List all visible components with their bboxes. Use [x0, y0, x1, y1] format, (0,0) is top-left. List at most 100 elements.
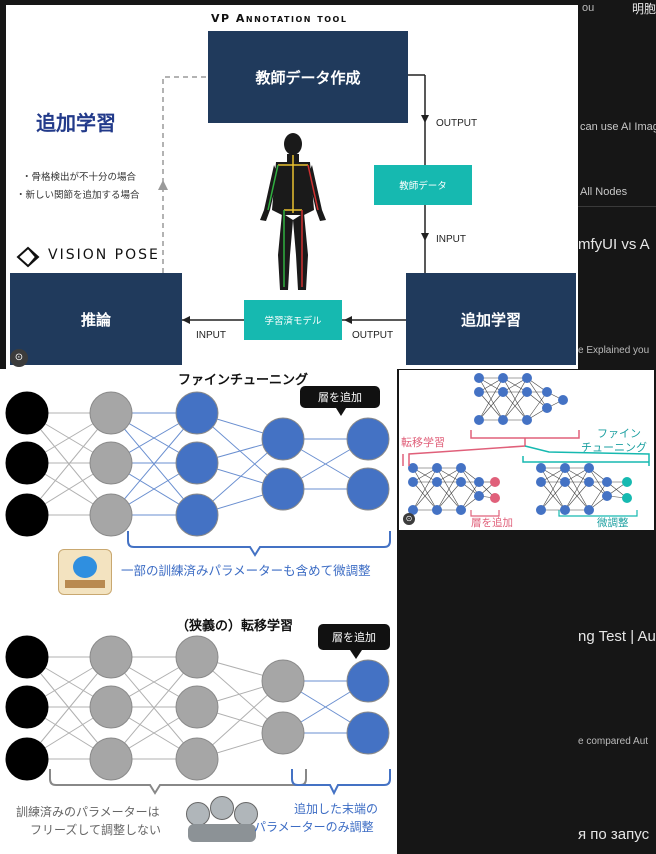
- network-node: [5, 635, 49, 679]
- frozen-caption-line1: 訓練済みのパラメーターは: [16, 805, 160, 819]
- additional-training-box[interactable]: 追加学習: [406, 273, 576, 365]
- bg-snippet-2[interactable]: All Nodes: [580, 186, 628, 198]
- network-node: [175, 737, 219, 781]
- small-network-node: [536, 477, 546, 487]
- small-network-node: [474, 415, 484, 425]
- small-network-node: [474, 491, 484, 501]
- network-node: [346, 467, 390, 511]
- small-network-node: [584, 505, 594, 515]
- add-layer-bubble-2-text: 層を追加: [332, 631, 376, 644]
- finetune-title: ファインチューニング: [178, 373, 309, 388]
- network-node: [89, 685, 133, 729]
- small-network-node: [498, 373, 508, 383]
- trained-model-tag: 学習済モデル: [244, 300, 342, 340]
- small-network-node: [560, 505, 570, 515]
- connector-lines: [16, 74, 429, 324]
- bg-snippet-5[interactable]: ng Test | Au: [578, 628, 656, 645]
- teacher-data-creation-box[interactable]: 教師データ作成: [208, 31, 408, 123]
- small-network-node: [584, 477, 594, 487]
- finetune-label-line2: チューニング: [581, 441, 647, 454]
- network-node: [89, 737, 133, 781]
- small-network-node: [522, 415, 532, 425]
- network-node: [89, 441, 133, 485]
- small-network-node: [408, 477, 418, 487]
- network-node: [5, 493, 49, 537]
- network-node: [5, 737, 49, 781]
- add-layer-label: 層を追加: [471, 517, 513, 529]
- neural-network-graphic: [5, 391, 391, 796]
- network-node: [346, 711, 390, 755]
- bg-snippet-7[interactable]: я по запус: [578, 826, 650, 843]
- network-node: [5, 685, 49, 729]
- top-bracket: [470, 430, 580, 439]
- inference-box[interactable]: 推論: [10, 273, 182, 365]
- teacher-data-tag: 教師データ: [374, 165, 472, 205]
- bg-snippet-6[interactable]: e compared Aut: [578, 736, 649, 747]
- fine-adjust-label: 微調整: [597, 517, 629, 529]
- bullet-2: ・新しい関節を追加する場合: [16, 190, 140, 201]
- small-network-node: [432, 463, 442, 473]
- transfer-link: [408, 438, 526, 466]
- network-node: [89, 635, 133, 679]
- bubble-pointer: [336, 408, 346, 416]
- finetune-caption: 一部の訓練済みパラメーターも含めて微調整: [121, 563, 371, 578]
- finetune-label-line1: ファイン: [597, 427, 641, 440]
- robot-illustration-icon: [58, 549, 112, 595]
- transfer-title: （狭義の）転移学習: [176, 619, 294, 634]
- add-layer-bubble-1-text: 層を追加: [318, 391, 362, 404]
- diagram-transfer-finetune-small[interactable]: 転移学習 ファイン チューニング 層を追加 微調整 ⊙: [399, 370, 654, 530]
- small-network-node: [536, 505, 546, 515]
- vp-annotation-title: VP Annotation tool: [211, 12, 348, 25]
- small-network-node: [602, 477, 612, 487]
- small-network-node: [498, 387, 508, 397]
- bg-label-1: ou: [582, 2, 595, 14]
- diagram-finetune-transfer[interactable]: ファインチューニング 層を追加 一部の訓練済みパラメーターも含めて微調整 （狭義…: [0, 369, 397, 854]
- network-node: [175, 635, 219, 679]
- lens-icon[interactable]: ⊙: [10, 349, 28, 367]
- finetune-link: [524, 445, 650, 466]
- small-network-node: [474, 373, 484, 383]
- finetune-bracket: [127, 531, 391, 557]
- network-node: [261, 659, 305, 703]
- small-network-node: [408, 463, 418, 473]
- small-network-node: [560, 477, 570, 487]
- added-caption-line2: パラメーターのみ調整: [254, 820, 374, 834]
- network-node: [261, 417, 305, 461]
- small-network-node: [474, 387, 484, 397]
- network-node: [346, 417, 390, 461]
- fine-adjust-bracket: [558, 510, 638, 517]
- network-node: [175, 391, 219, 435]
- small-network-node: [408, 505, 418, 515]
- small-network-node: [522, 373, 532, 383]
- added-bracket: [291, 769, 391, 796]
- small-network-node: [542, 387, 552, 397]
- frozen-bracket: [49, 769, 307, 795]
- network-node: [89, 493, 133, 537]
- small-network-node: [584, 463, 594, 473]
- people-illustration-icon: [184, 794, 264, 844]
- bg-snippet-4[interactable]: e Explained you: [578, 345, 650, 356]
- vision-pose-logo-text: VISION POSE: [48, 247, 160, 263]
- small-network-node: [522, 387, 532, 397]
- bg-snippet-1[interactable]: can use AI Image: [580, 121, 656, 133]
- network-node: [175, 685, 219, 729]
- small-network-node: [622, 493, 632, 503]
- output-label-bottom: OUTPUT: [352, 330, 394, 341]
- small-network-node: [622, 477, 632, 487]
- input-label-right: INPUT: [436, 234, 466, 245]
- small-network-node: [498, 415, 508, 425]
- bg-snippet-3[interactable]: mfyUI vs A: [578, 236, 650, 253]
- network-node: [5, 391, 49, 435]
- small-network-node: [490, 493, 500, 503]
- small-network-node: [536, 463, 546, 473]
- side-title-additional-learning: 追加学習: [36, 111, 116, 135]
- lens-icon-small[interactable]: ⊙: [403, 513, 415, 525]
- diagram-vp-annotation[interactable]: VP Annotation tool 教師データ作成 推論 追加学習 教師データ…: [6, 5, 578, 369]
- network-node: [346, 659, 390, 703]
- small-network-node: [542, 403, 552, 413]
- bg-divider: [578, 206, 656, 207]
- small-network-node: [456, 505, 466, 515]
- network-node: [175, 441, 219, 485]
- small-network-node: [490, 477, 500, 487]
- network-node: [5, 441, 49, 485]
